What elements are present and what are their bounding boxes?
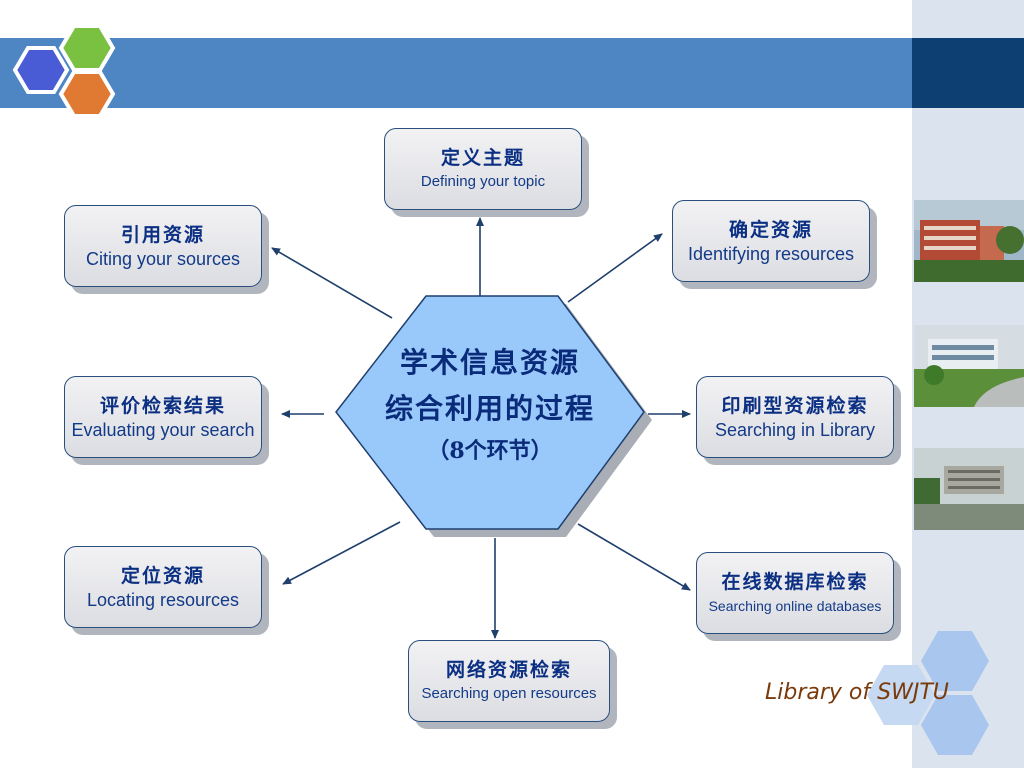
- node-searching-open: 网络资源检索 Searching open resources: [408, 640, 610, 722]
- arrow-to-citing-sources: [271, 247, 393, 319]
- center-title: 学术信息资源 综合利用的过程 （8个环节）: [340, 340, 640, 470]
- node-citing-sources: 引用资源 Citing your sources: [64, 205, 262, 287]
- center-line-1: 学术信息资源: [399, 346, 580, 379]
- node-searching-open-en: Searching open resources: [421, 685, 597, 702]
- hexagon-logo: [12, 24, 116, 118]
- connector-arrows: [271, 217, 691, 639]
- node-searching-databases-zh: 在线数据库检索: [721, 571, 869, 593]
- campus-photo-lake: [914, 448, 1024, 530]
- arrow-to-searching-databases: [577, 523, 691, 591]
- campus-photo-garden: [914, 325, 1024, 407]
- center-hexagon: [335, 295, 645, 530]
- node-searching-library-zh: 印刷型资源检索: [721, 395, 869, 417]
- node-identifying-resources: 确定资源 Identifying resources: [672, 200, 870, 282]
- node-evaluating-search: 评价检索结果 Evaluating your search: [64, 376, 262, 458]
- library-credit: Library of SWJTU: [765, 680, 949, 705]
- node-citing-sources-zh: 引用资源: [120, 224, 205, 246]
- node-locating-resources: 定位资源 Locating resources: [64, 546, 262, 628]
- arrow-to-identifying-resources: [567, 233, 663, 303]
- node-defining-topic-zh: 定义主题: [440, 147, 525, 169]
- node-citing-sources-en: Citing your sources: [85, 249, 241, 269]
- node-searching-open-zh: 网络资源检索: [445, 659, 572, 681]
- node-identifying-resources-en: Identifying resources: [687, 244, 855, 264]
- node-searching-library-en: Searching in Library: [714, 420, 876, 440]
- arrow-to-locating-resources: [282, 521, 401, 585]
- node-evaluating-search-zh: 评价检索结果: [99, 395, 226, 417]
- node-locating-resources-zh: 定位资源: [120, 565, 205, 587]
- campus-photo-building: [914, 200, 1024, 282]
- header-band: [0, 38, 912, 108]
- header-band-dark: [912, 38, 1024, 108]
- node-defining-topic: 定义主题 Defining your topic: [384, 128, 582, 210]
- logo-blue-hexagon: [12, 46, 70, 94]
- node-defining-topic-en: Defining your topic: [420, 173, 546, 190]
- node-searching-library: 印刷型资源检索 Searching in Library: [696, 376, 894, 458]
- node-evaluating-search-en: Evaluating your search: [71, 420, 255, 440]
- center-line-2: 综合利用的过程: [384, 392, 595, 425]
- node-searching-databases: 在线数据库检索 Searching online databases: [696, 552, 894, 634]
- node-locating-resources-en: Locating resources: [86, 590, 240, 610]
- logo-orange-hexagon: [58, 70, 116, 118]
- node-searching-databases-en: Searching online databases: [708, 598, 882, 614]
- center-line-3: （8个环节）: [427, 438, 553, 464]
- decorative-hexagons: [867, 631, 989, 755]
- node-identifying-resources-zh: 确定资源: [728, 219, 813, 241]
